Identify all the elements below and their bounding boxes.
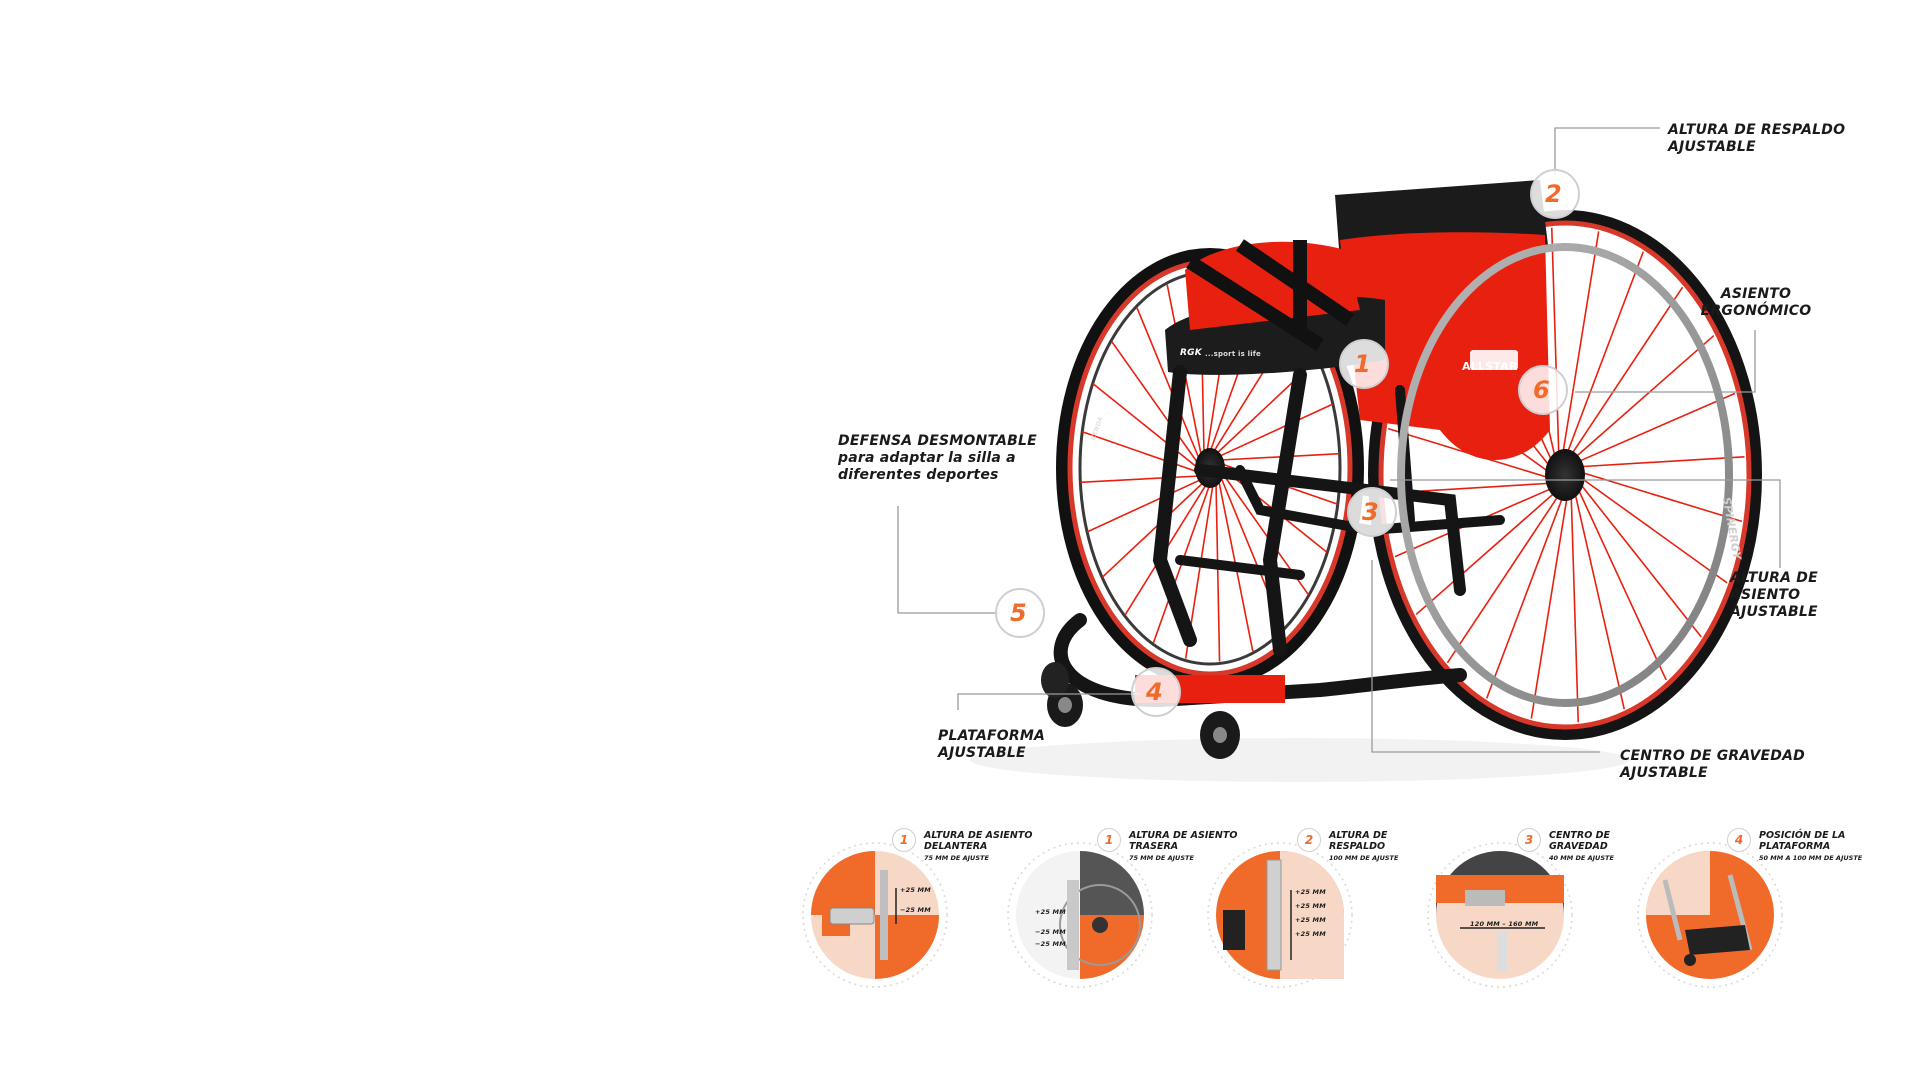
detail-title: CENTRO DE GRAVEDAD 40 MM DE AJUSTE	[1549, 830, 1614, 862]
right-wheel-pushrim	[1397, 243, 1733, 707]
detail-number: 4	[1727, 828, 1751, 852]
detail-backrest-height: 2 ALTURA DE RESPALDO 100 MM DE AJUSTE +2…	[1205, 820, 1425, 1000]
callout-label-seat: ASIENTO ERGONÓMICO	[1700, 286, 1812, 319]
detail-title: ALTURA DE ASIENTO DELANTERA 75 MM DE AJU…	[924, 830, 1033, 862]
detail-platform-position: 4 POSICIÓN DE LA PLATAFORMA 50 MM A 100 …	[1635, 820, 1862, 1000]
detail-number: 3	[1517, 828, 1541, 852]
callout-markers	[995, 169, 1580, 717]
callout-lines	[897, 127, 1781, 753]
detail-mark: +25 MM	[1035, 908, 1066, 916]
callout-label-backrest: ALTURA DE RESPALDO AJUSTABLE	[1668, 122, 1846, 155]
detail-mark: +25 MM	[1295, 888, 1326, 896]
backrest	[1335, 180, 1550, 460]
callout-label-seat-height: ALTURA DE ASIENTO AJUSTABLE	[1730, 570, 1818, 620]
detail-mark: +25 MM	[1295, 916, 1326, 924]
callout-label-gravity: CENTRO DE GRAVEDAD AJUSTABLE	[1620, 748, 1805, 781]
detail-mark: −25 MM	[1035, 940, 1066, 948]
wheelchair-illustration	[897, 127, 1781, 782]
callout-label-defense: DEFENSA DESMONTABLE para adaptar la sill…	[838, 433, 1037, 483]
callout-number-4: 4	[1146, 678, 1163, 706]
detail-mark: +25 MM	[1295, 902, 1326, 910]
detail-number: 1	[1097, 828, 1121, 852]
detail-rear-seat-height: 1 ALTURA DE ASIENTO TRASERA 75 MM DE AJU…	[1005, 820, 1237, 1000]
callout-number-3: 3	[1362, 498, 1379, 526]
ground-shadow	[970, 738, 1630, 782]
backrest-badge-text: ALLSTAR	[1462, 360, 1518, 373]
detail-mark: +25 MM	[900, 886, 931, 894]
callout-number-6: 6	[1533, 376, 1550, 404]
callout-label-platform: PLATAFORMA AJUSTABLE	[938, 728, 1045, 761]
detail-number: 1	[892, 828, 916, 852]
detail-front-seat-height: 1 ALTURA DE ASIENTO DELANTERA 75 MM DE A…	[800, 820, 1032, 1000]
seat-tagline-text: ...sport is life	[1205, 350, 1261, 358]
detail-mark: +25 MM	[1295, 930, 1326, 938]
seat	[1165, 239, 1385, 375]
callout-number-2: 2	[1545, 180, 1562, 208]
detail-title: POSICIÓN DE LA PLATAFORMA 50 MM A 100 MM…	[1759, 830, 1863, 862]
detail-title: ALTURA DE ASIENTO TRASERA 75 MM DE AJUST…	[1129, 830, 1238, 862]
frame	[1053, 365, 1505, 708]
detail-mark: 120 MM – 160 MM	[1470, 920, 1539, 928]
detail-number: 2	[1297, 828, 1321, 852]
callout-number-5: 5	[1010, 599, 1027, 627]
detail-title: ALTURA DE RESPALDO 100 MM DE AJUSTE	[1329, 830, 1399, 862]
detail-center-of-gravity: 3 CENTRO DE GRAVEDAD 40 MM DE AJUSTE 120…	[1425, 820, 1645, 1000]
detail-mark: −25 MM	[1035, 928, 1066, 936]
detail-mark: −25 MM	[900, 906, 931, 914]
seat-logo-text: RGK	[1180, 348, 1202, 358]
callout-number-1: 1	[1354, 350, 1371, 378]
